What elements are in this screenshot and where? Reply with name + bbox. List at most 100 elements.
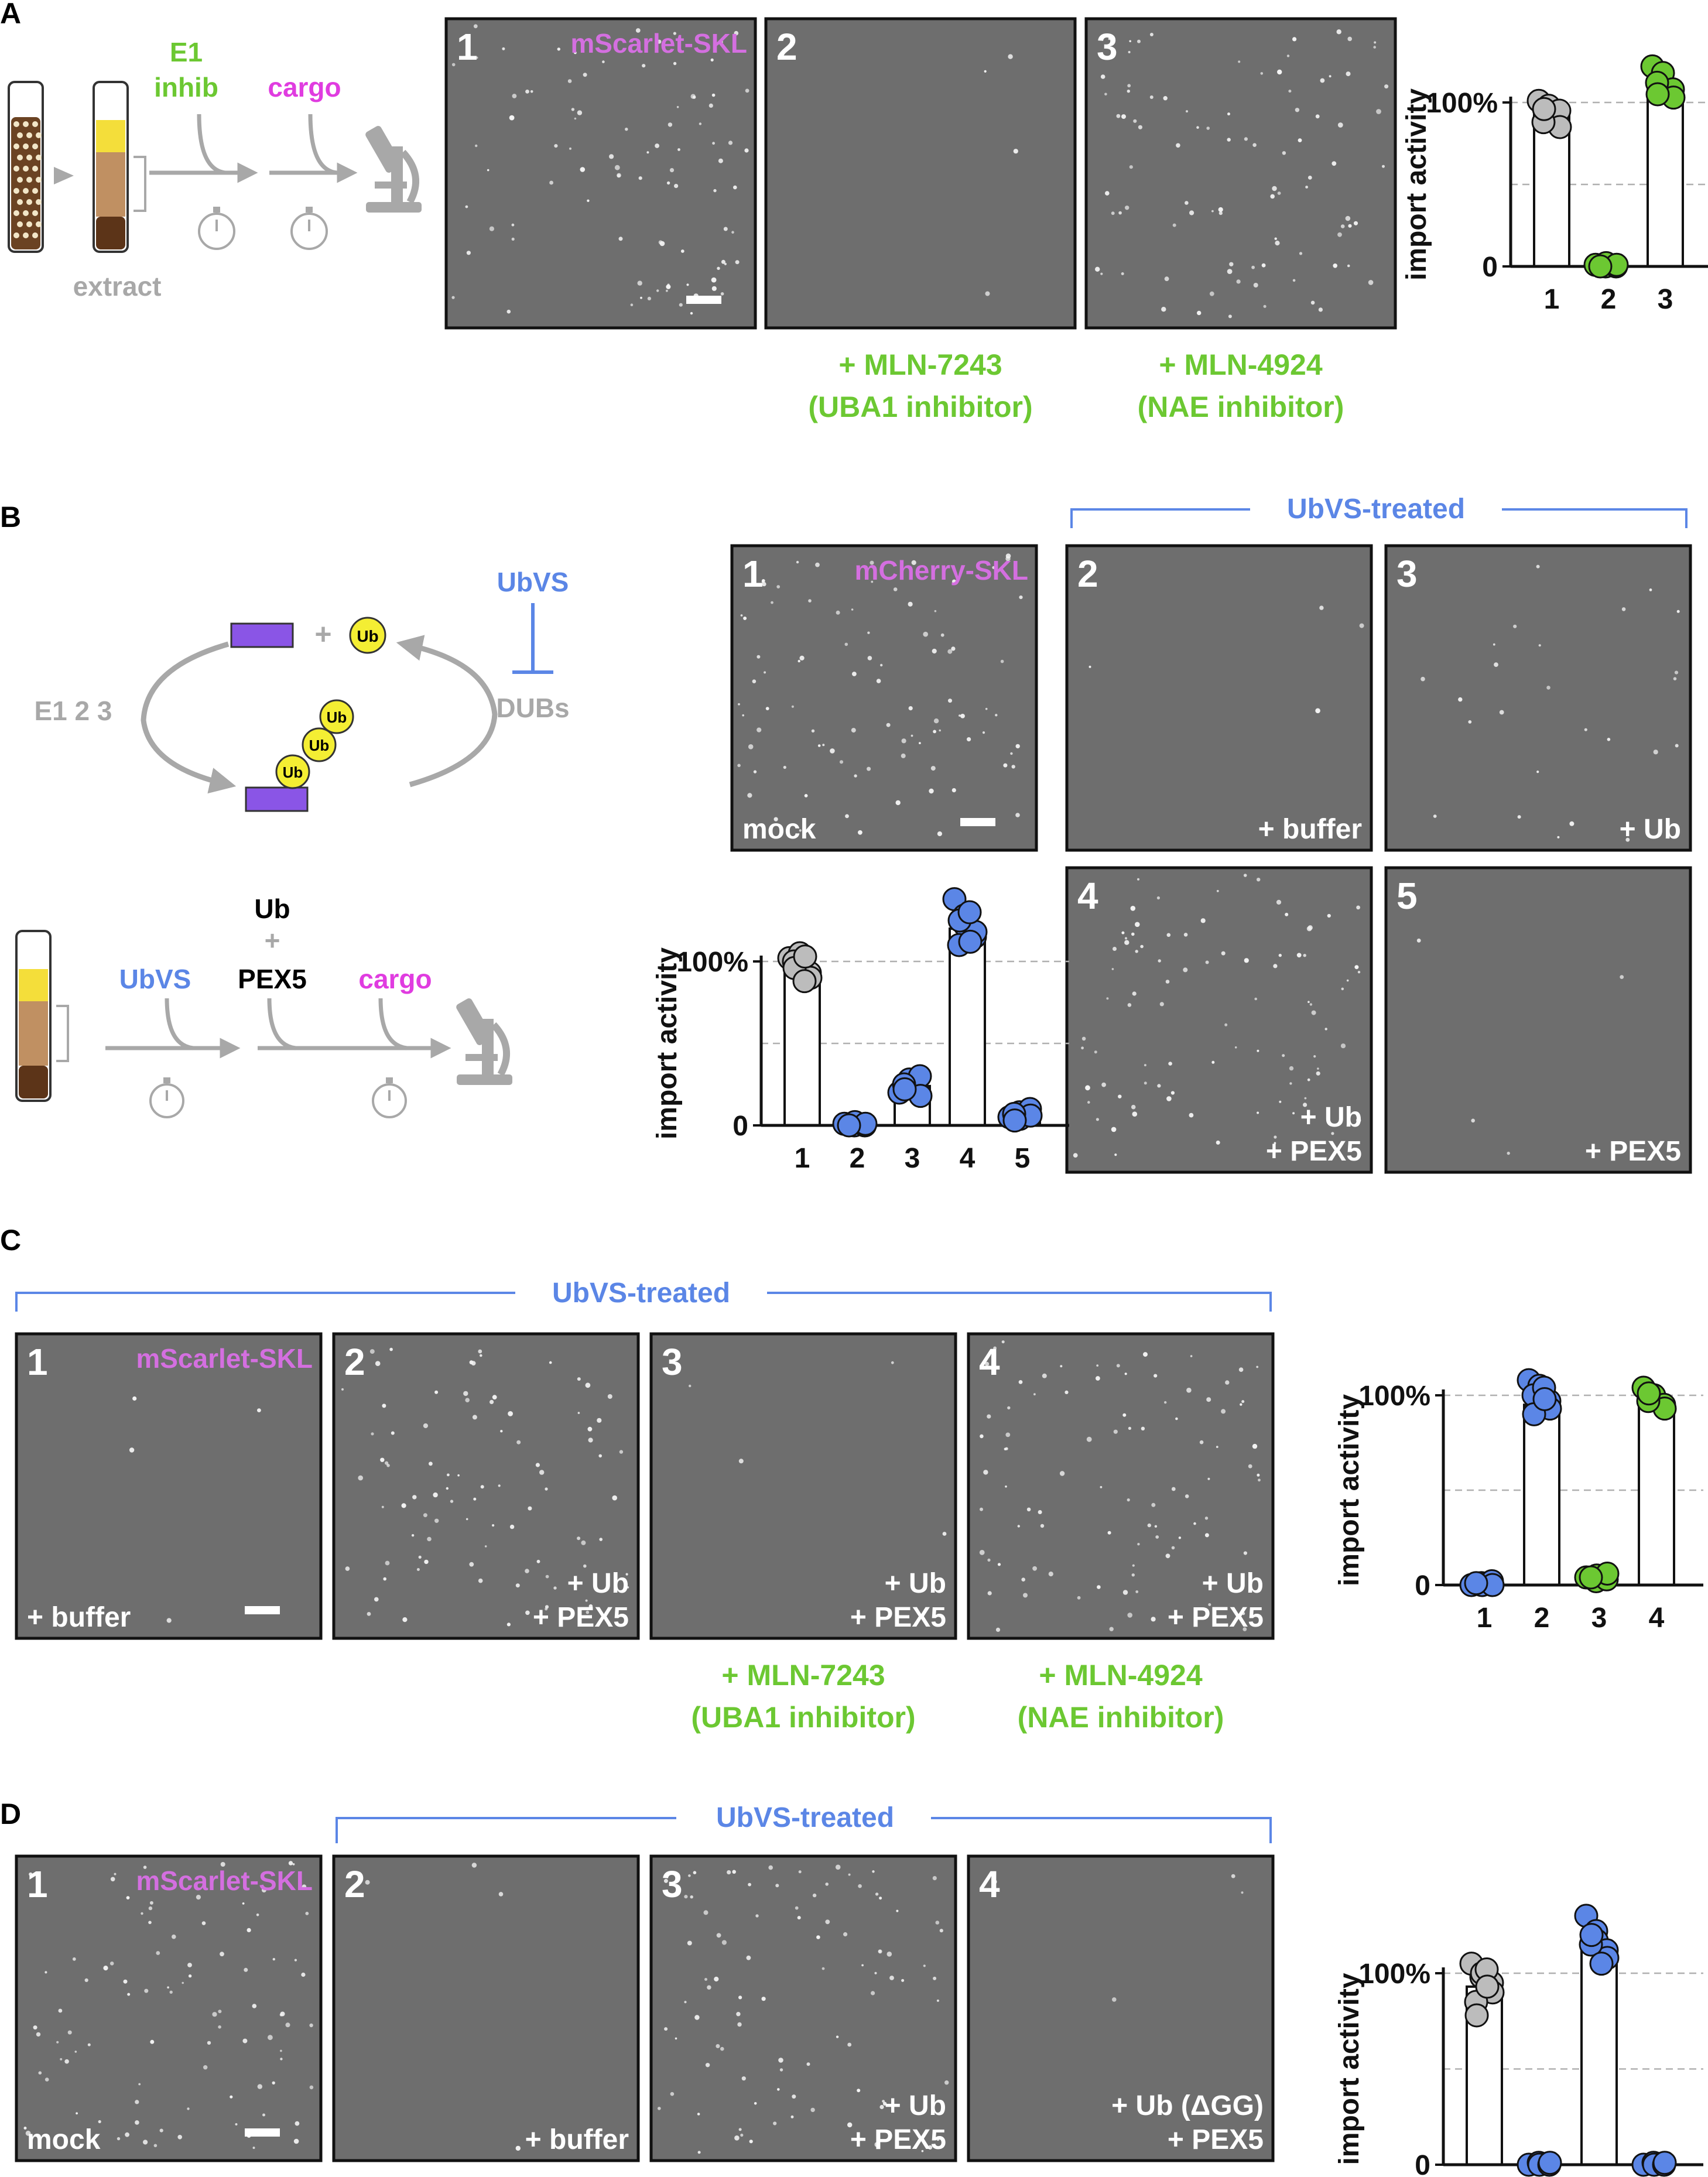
data-point	[1645, 82, 1670, 107]
marker-label: mScarlet-SKL	[136, 1865, 313, 1896]
x-tick-label: 4	[960, 1143, 975, 1174]
step-cargo-label: cargo	[358, 964, 432, 994]
panel-b-schematic: + Ub E1 2 3 UbVS DUBs Ub Ub Ub	[15, 567, 570, 1118]
y-tick-label: 100%	[1426, 88, 1498, 119]
micrograph-c-4: 4+ Ub+ PEX5+ MLN-4924(NAE inhibitor)	[967, 1332, 1275, 1734]
inhibitor-label: + MLN-4924	[1159, 348, 1322, 381]
bar	[1523, 1404, 1560, 1586]
plus-sign: +	[314, 618, 331, 651]
data-point	[1464, 2003, 1489, 2028]
arrow-right-icon	[54, 167, 74, 184]
x-tick-label: 3	[1658, 284, 1673, 315]
substrate-box	[245, 786, 309, 812]
micrograph-number: 3	[662, 1863, 683, 1905]
ubiquitin-icon: Ub	[319, 699, 354, 734]
data-point	[837, 1113, 861, 1138]
svg-text:Ub: Ub	[357, 627, 378, 645]
micrograph-number: 4	[979, 1863, 1000, 1905]
step-plus-label: +	[265, 925, 280, 956]
ubvs-inhibitor-label: UbVS	[497, 567, 569, 597]
data-point	[1538, 2151, 1562, 2175]
extract-tube-icon	[93, 81, 129, 253]
data-point	[1589, 1952, 1614, 1976]
marker-label: mCherry-SKL	[854, 555, 1028, 586]
scale-bar	[960, 818, 995, 826]
micrograph-b-4: 4+ Ub+ PEX5	[1065, 866, 1373, 1174]
treatment-label: + Ub	[885, 1568, 946, 1599]
extract-bracket	[134, 156, 146, 212]
y-axis-label: import activity	[652, 947, 683, 1139]
cargo-label: cargo	[268, 72, 341, 102]
data-point	[1532, 1387, 1557, 1411]
treatment-label: + PEX5	[1585, 1136, 1681, 1167]
enzymes-label: E1 2 3	[35, 696, 112, 726]
microscope-icon	[456, 998, 512, 1085]
data-point	[1579, 1923, 1604, 1947]
scale-bar	[245, 1606, 280, 1614]
treatment-label: mock	[27, 2124, 101, 2155]
bar	[1647, 85, 1684, 268]
micrograph-number: 3	[662, 1341, 683, 1383]
e1-label-line1: E1	[170, 37, 203, 67]
x-tick-label: 4	[1649, 1603, 1665, 1634]
micrograph-number: 4	[1077, 875, 1098, 917]
addition-curve-icon	[267, 998, 296, 1050]
data-point	[1637, 1381, 1661, 1406]
addition-curve-icon	[197, 114, 226, 175]
data-point	[1464, 1571, 1488, 1596]
panel-b-ubvs-bracket: UbVS-treated	[1070, 494, 1688, 528]
ubvs-treated-label: UbVS-treated	[552, 1278, 730, 1309]
extract-bracket	[56, 1005, 69, 1062]
y-axis-label: import activity	[1401, 88, 1432, 280]
bar	[1638, 1404, 1675, 1586]
data-point	[958, 929, 983, 954]
data-point	[1579, 1565, 1603, 1590]
micrograph-number: 2	[344, 1341, 365, 1383]
cycle-arrow-right-icon	[396, 635, 498, 788]
micrograph-a-3: 3+ MLN-4924(NAE inhibitor)	[1084, 17, 1397, 423]
stopwatch-icon	[372, 1077, 407, 1118]
micrograph-d-2: 2+ buffer	[332, 1854, 640, 2162]
substrate-box	[230, 622, 294, 648]
addition-curve-icon	[308, 114, 337, 175]
extract-tube-icon	[15, 930, 52, 1102]
e1-label-line2: inhib	[154, 72, 218, 102]
microscope-icon	[365, 126, 422, 213]
panel-letter-b: B	[0, 501, 21, 533]
step-ubvs-label: UbVS	[119, 964, 191, 994]
treatment-label: + Ub	[567, 1568, 629, 1599]
panel-c-ubvs-bracket: UbVS-treated	[15, 1278, 1272, 1312]
bar	[1580, 1949, 1618, 2166]
x-tick-label: 1	[795, 1143, 810, 1174]
data-point	[1652, 2151, 1677, 2175]
data-point	[957, 900, 982, 925]
dubs-label: DUBs	[496, 693, 569, 723]
treatment-label: + PEX5	[1168, 1602, 1264, 1633]
stopwatch-icon	[198, 207, 235, 250]
data-point	[1532, 97, 1556, 121]
treatment-label: + PEX5	[850, 1602, 946, 1633]
micrograph-d-4: 4+ Ub (ΔGG)+ PEX5	[967, 1854, 1275, 2162]
micrograph-number: 1	[742, 553, 764, 595]
micrograph-number: 4	[979, 1341, 1000, 1383]
micrograph-number: 2	[1077, 553, 1098, 595]
marker-label: mScarlet-SKL	[570, 28, 747, 59]
x-tick-label: 3	[1591, 1603, 1607, 1634]
ubiquitin-icon: Ub	[302, 727, 337, 762]
y-tick-label: 100%	[1358, 1959, 1430, 1990]
x-tick-label: 5	[1015, 1143, 1031, 1174]
inhibitor-label: (UBA1 inhibitor)	[808, 391, 1032, 423]
inhibitor-label: (UBA1 inhibitor)	[691, 1701, 915, 1734]
treatment-label: + PEX5	[850, 2124, 946, 2155]
data-point	[793, 944, 817, 969]
micrograph-c-2: 2+ Ub+ PEX5	[332, 1332, 640, 1640]
treatment-label: mock	[742, 814, 816, 845]
y-tick-label: 0	[1415, 1570, 1430, 1601]
micrograph-number: 1	[457, 26, 478, 68]
